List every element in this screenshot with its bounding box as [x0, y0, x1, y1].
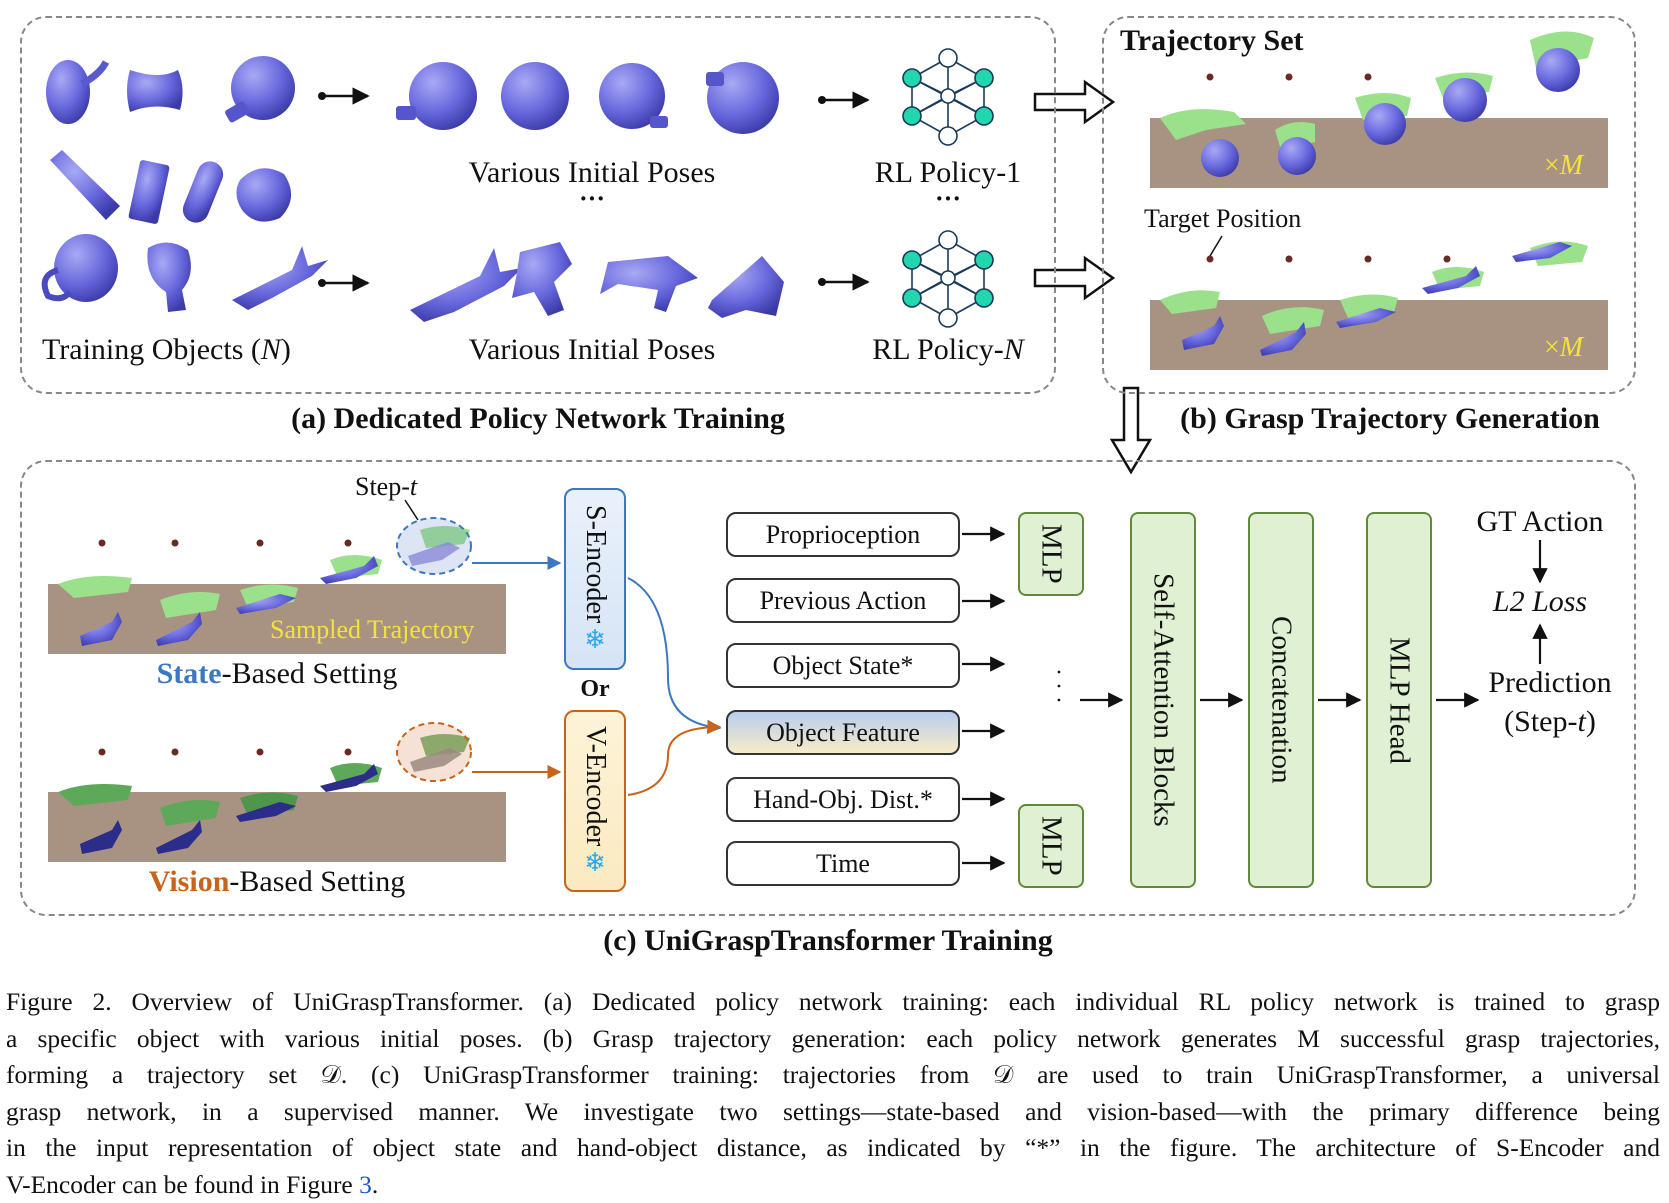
- state-based-setting-label: State-Based Setting: [48, 657, 506, 691]
- input-proprioception: Proprioception: [726, 512, 960, 557]
- v-encoder-block: V-Encoder ❄: [564, 710, 626, 892]
- concatenation-label: Concatenation: [1265, 616, 1298, 784]
- input-previous-action: Previous Action: [726, 578, 960, 623]
- s-encoder-label: S-Encoder: [579, 505, 611, 623]
- rl-policy-n-label: RL Policy-N: [858, 333, 1038, 367]
- panel-a-title: (a) Dedicated Policy Network Training: [20, 402, 1056, 436]
- mlp-head-block: MLP Head: [1366, 512, 1432, 888]
- mlp-block-top: MLP: [1018, 512, 1084, 596]
- concatenation-block: Concatenation: [1248, 512, 1314, 888]
- panel-c-title: (c) UniGraspTransformer Training: [20, 924, 1636, 958]
- times-m-label-2: ×M: [1544, 332, 1583, 364]
- input-object-state: Object State*: [726, 643, 960, 688]
- step-t-label: Step-t: [355, 472, 417, 502]
- sampled-trajectory-label: Sampled Trajectory: [270, 615, 474, 645]
- l2-loss-label: L2 Loss: [1460, 585, 1620, 619]
- vertical-ellipsis: · · ·: [1046, 668, 1070, 704]
- caption-line-5: in the input representation of object st…: [6, 1130, 1660, 1167]
- caption-line-3: forming a trajectory set 𝒟. (c) UniGrasp…: [6, 1057, 1660, 1094]
- figure-caption: Figure 2. Overview of UniGraspTransforme…: [6, 984, 1660, 1203]
- self-attention-label: Self-Attention Blocks: [1147, 573, 1180, 827]
- snowflake-icon: ❄: [584, 850, 606, 876]
- input-hand-obj-dist: Hand-Obj. Dist.*: [726, 777, 960, 822]
- trajectory-set-title: Trajectory Set: [1120, 24, 1304, 58]
- prediction-step-label: (Step-t): [1470, 705, 1630, 739]
- mlp-head-label: MLP Head: [1383, 637, 1416, 764]
- self-attention-blocks: Self-Attention Blocks: [1130, 512, 1196, 888]
- vision-based-setting-label: Vision-Based Setting: [48, 865, 506, 899]
- s-encoder-block: S-Encoder ❄: [564, 488, 626, 670]
- policy-ellipsis: ···: [858, 184, 1038, 214]
- caption-line-6: V-Encoder can be found in Figure 3.: [6, 1167, 1660, 1203]
- figure-3-link[interactable]: 3: [359, 1170, 372, 1199]
- input-time: Time: [726, 841, 960, 886]
- gt-action-label: GT Action: [1460, 505, 1620, 539]
- training-objects-label: Training Objects (N): [42, 333, 291, 367]
- panel-b-title: (b) Grasp Trajectory Generation: [1140, 402, 1640, 436]
- target-position-label: Target Position: [1144, 204, 1301, 234]
- snowflake-icon: ❄: [584, 627, 606, 653]
- various-poses-label-2: Various Initial Poses: [378, 333, 806, 367]
- poses-ellipsis: ···: [378, 184, 806, 214]
- prediction-label: Prediction: [1470, 666, 1630, 700]
- caption-line-4: grasp network, in a supervised manner. W…: [6, 1094, 1660, 1131]
- times-m-label-1: ×M: [1544, 150, 1583, 182]
- or-label: Or: [564, 676, 626, 703]
- mlp-bottom-label: MLP: [1035, 816, 1068, 876]
- v-encoder-label: V-Encoder: [579, 726, 611, 846]
- caption-line-1: Figure 2. Overview of UniGraspTransforme…: [6, 984, 1660, 1021]
- input-object-feature: Object Feature: [726, 710, 960, 755]
- mlp-block-bottom: MLP: [1018, 804, 1084, 888]
- mlp-top-label: MLP: [1035, 524, 1068, 584]
- caption-line-2: a specific object with various initial p…: [6, 1021, 1660, 1058]
